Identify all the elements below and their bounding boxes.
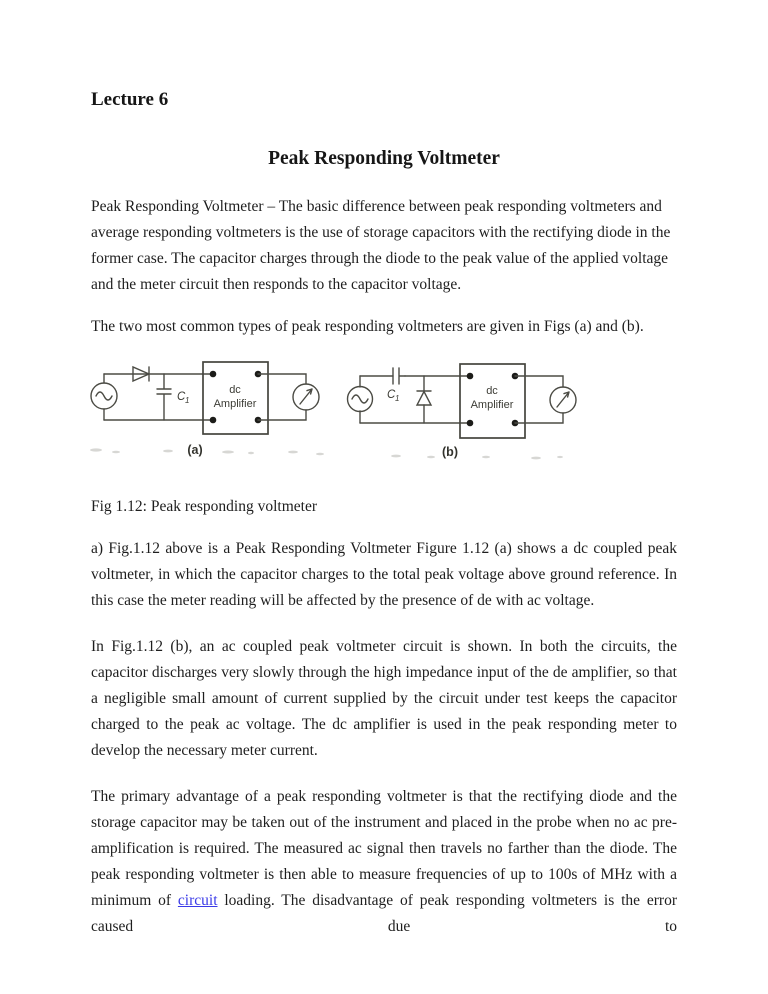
terminal-dot [209, 416, 217, 424]
dc-amplifier-box: dc Amplifier [459, 363, 526, 439]
dc-amplifier-box: dc Amplifier [202, 361, 269, 435]
circuit-link[interactable]: circuit [177, 892, 218, 909]
capacitor-label: C [177, 391, 186, 403]
figure-label-a: (a) [187, 443, 202, 457]
diode-icon [415, 375, 433, 424]
page-title: Peak Responding Voltmeter [268, 148, 500, 169]
figure-label-b: (b) [442, 445, 458, 459]
figure-caption: Fig 1.12: Peak responding voltmeter [91, 498, 318, 515]
circuit-diagram-svg: C 1 dc Amplifier [90, 361, 577, 460]
wire [514, 375, 564, 424]
paragraph-intro: Peak Responding Voltmeter – The basic di… [91, 198, 671, 293]
document-content: Lecture 6 Peak Responding Voltmeter Peak… [88, 0, 677, 940]
paragraph-ac-coupled: In Fig.1.12 (b), an ac coupled peak volt… [91, 638, 677, 759]
ac-source-icon [90, 373, 118, 421]
terminal-dot [209, 370, 217, 378]
capacitor-icon [156, 373, 172, 421]
capacitor-subscript: 1 [185, 396, 189, 405]
capacitor-subscript: 1 [395, 394, 399, 403]
paragraph-dc-coupled: a) Fig.1.12 above is a Peak Responding V… [91, 540, 677, 609]
amplifier-label-line1: dc [229, 384, 241, 396]
paragraph-advantage-text-before: The primary advantage of a peak respondi… [91, 788, 677, 909]
terminal-dot [466, 372, 474, 380]
amplifier-label-line2: Amplifier [214, 398, 257, 410]
circuit-a: C 1 dc Amplifier [90, 361, 320, 457]
lecture-heading: Lecture 6 [91, 89, 169, 110]
paragraph-figure-intro: The two most common types of peak respon… [91, 318, 644, 335]
scan-noise [90, 448, 563, 460]
figure-peak-voltmeter-circuits: C 1 dc Amplifier [88, 356, 593, 464]
amplifier-label-line1: dc [486, 385, 498, 397]
circuit-b: C 1 dc [346, 363, 577, 459]
meter-icon [549, 386, 577, 414]
terminal-dot [466, 419, 474, 427]
paragraph-advantage: The primary advantage of a peak respondi… [91, 784, 677, 940]
ac-source-icon [346, 375, 374, 424]
diode-icon [132, 365, 151, 383]
meter-icon [292, 383, 320, 411]
amplifier-label-line2: Amplifier [471, 399, 514, 411]
paragraph-advantage-text-after: loading. The disadvantage of peak respon… [91, 892, 677, 935]
capacitor-label: C [387, 389, 396, 401]
wire [257, 373, 307, 421]
capacitor-icon [392, 367, 406, 385]
